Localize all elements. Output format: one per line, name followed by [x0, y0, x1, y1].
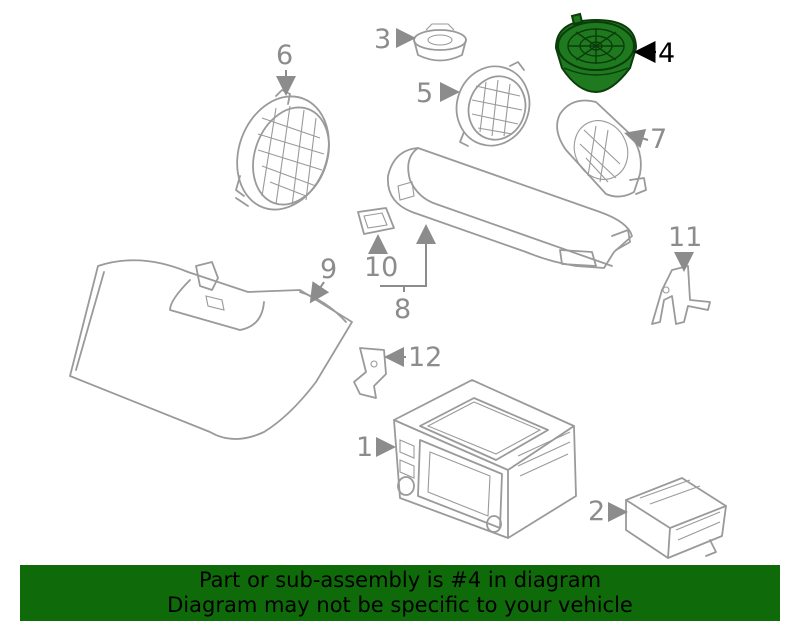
part-6-speaker — [235, 89, 330, 211]
callout-7: 7 — [650, 124, 667, 155]
callout-4: 4 — [658, 38, 675, 69]
callout-2: 2 — [588, 496, 605, 527]
part-8-subwoofer-box — [387, 147, 633, 269]
part-12-bracket — [353, 347, 387, 399]
part-9-trim-panel — [69, 259, 353, 440]
callout-9: 9 — [320, 254, 337, 285]
callout-10: 10 — [364, 252, 398, 283]
part-5-speaker — [455, 61, 531, 147]
banner-line-2: Diagram may not be specific to your vehi… — [167, 593, 633, 617]
callout-11: 11 — [668, 222, 702, 253]
part-1-head-unit — [393, 379, 577, 539]
parts-diagram: 3 4 5 6 7 9 10 8 11 12 1 2 — [69, 12, 727, 559]
callout-1: 1 — [356, 432, 373, 463]
info-banner: Part or sub-assembly is #4 in diagram Di… — [20, 565, 780, 621]
callout-6: 6 — [276, 40, 293, 71]
callout-12: 12 — [408, 342, 442, 373]
part-7-speaker — [556, 99, 647, 198]
callout-5: 5 — [416, 78, 433, 109]
banner-line-1: Part or sub-assembly is #4 in diagram — [198, 568, 602, 592]
callout-3: 3 — [374, 24, 391, 55]
part-11-bracket — [651, 265, 711, 325]
part-10-port-trim — [357, 207, 395, 235]
part-3-tweeter — [413, 23, 467, 62]
callout-8: 8 — [394, 294, 411, 325]
part-2-amplifier — [625, 477, 727, 559]
part-4-speaker-highlighted — [554, 12, 638, 94]
leader-lines — [276, 28, 694, 522]
